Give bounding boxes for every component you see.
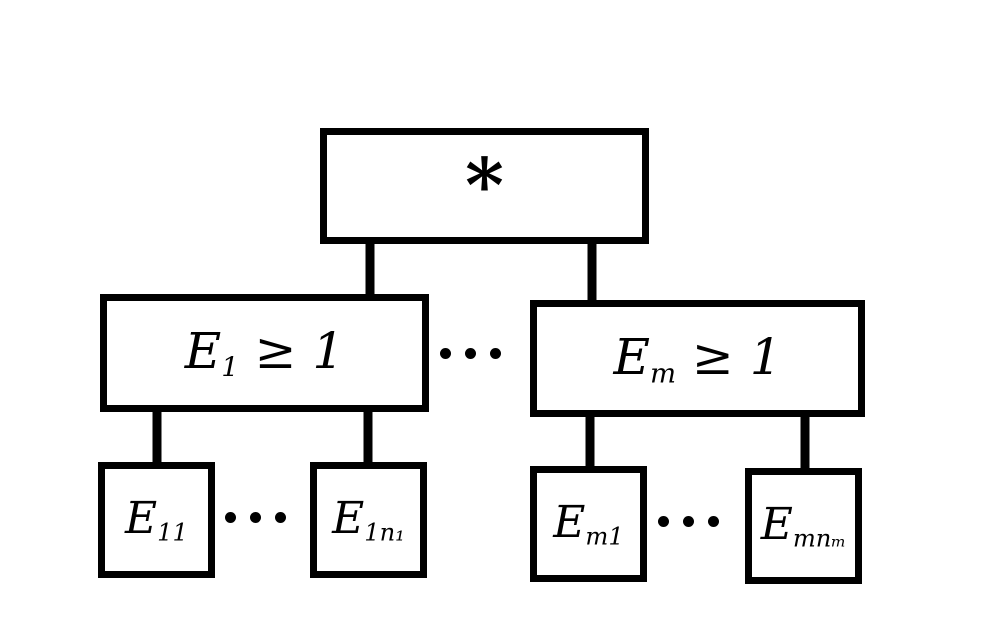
group-ellipsis	[440, 348, 501, 359]
ellipsis-dot	[658, 516, 669, 527]
ellipsis-dot	[440, 348, 451, 359]
leaf-m1-label-main: E	[553, 497, 586, 549]
leaf-11-label-main: E	[125, 493, 158, 545]
leaf-1n1-label-main: E	[332, 493, 365, 545]
group-m-label: Em ≥ 1	[613, 328, 781, 389]
leaf-node-mnm: Emnₘ	[745, 468, 862, 584]
root-node: *	[320, 128, 649, 244]
leaf-node-m1: Em1	[530, 466, 647, 582]
ellipsis-dot	[683, 516, 694, 527]
group-node-1: E1 ≥ 1	[100, 294, 429, 412]
group-m-label-rel: ≥ 1	[676, 327, 782, 386]
ellipsis-dot	[490, 348, 501, 359]
ellipsis-dot	[275, 512, 286, 523]
group-1-label: E1 ≥ 1	[185, 322, 345, 383]
leaf-node-1n1: E1n₁	[310, 462, 427, 578]
group-1-label-rel: ≥ 1	[238, 322, 345, 381]
leaf-mnm-label: Emnₘ	[761, 499, 846, 552]
group-node-m: Em ≥ 1	[530, 300, 865, 417]
leaf-11-label: E11	[125, 493, 188, 546]
root-label: *	[465, 143, 504, 229]
leaf-1n1-label: E1n₁	[332, 493, 405, 546]
ellipsis-dot	[250, 512, 261, 523]
group-1-label-sub: 1	[221, 351, 239, 384]
group-m-label-main: E	[613, 327, 650, 386]
leaf-mnm-label-main: E	[760, 499, 793, 551]
leaf-ellipsis-group-1	[225, 512, 286, 523]
group-1-label-main: E	[184, 322, 222, 381]
ellipsis-dot	[465, 348, 476, 359]
leaf-m1-label: Em1	[553, 497, 623, 550]
leaf-11-label-sub: 11	[157, 518, 188, 547]
ellipsis-dot	[708, 516, 719, 527]
ellipsis-dot	[225, 512, 236, 523]
leaf-mnm-label-sub: mnₘ	[792, 524, 847, 553]
leaf-ellipsis-group-m	[658, 516, 719, 527]
leaf-m1-label-sub: m1	[585, 522, 624, 551]
leaf-node-11: E11	[98, 462, 215, 578]
leaf-1n1-label-sub: 1n₁	[364, 518, 405, 547]
group-m-label-sub: m	[649, 357, 677, 390]
